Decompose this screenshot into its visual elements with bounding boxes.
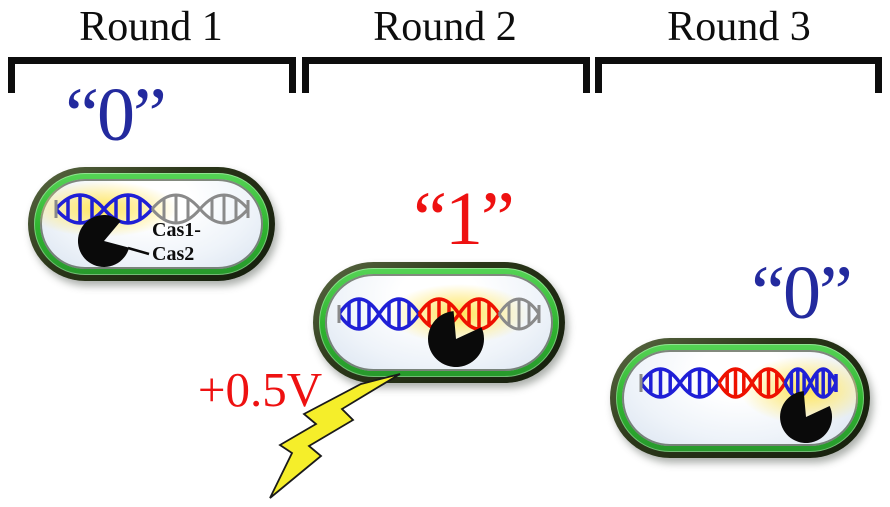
voltage-label: +0.5V xyxy=(197,362,323,417)
cas1-cas2-protein-icon xyxy=(780,391,833,443)
dna-helix-blue-segment xyxy=(54,193,154,225)
protein-label-line2: Cas2 xyxy=(152,243,194,265)
dna-helix-blue-segment xyxy=(337,297,421,331)
cell-contents-graphic xyxy=(639,367,838,443)
cell-membrane-ring xyxy=(319,268,559,377)
cell-interior: Cas1- Cas2 xyxy=(40,179,263,269)
bacterial-cell-round-3 xyxy=(610,338,870,458)
cell-contents-graphic xyxy=(337,297,541,367)
round-3-bracket xyxy=(595,57,882,93)
dna-helix-gray-segment xyxy=(54,193,250,225)
round-1-bracket xyxy=(8,57,296,93)
dna-helix-red-segment xyxy=(717,367,787,399)
dna-helix-gray-segment xyxy=(337,297,541,331)
lightning-bolt-icon xyxy=(269,373,401,499)
round-3-title: Round 3 xyxy=(667,4,811,50)
round-2-title: Round 2 xyxy=(373,4,517,50)
bacterial-cell-round-2 xyxy=(313,262,565,383)
dna-helix-red-segment xyxy=(417,297,501,331)
protein-label-pointer-line xyxy=(127,246,150,256)
bit-label-round-2: “1” xyxy=(413,177,514,261)
round-2-bracket xyxy=(302,57,590,93)
dna-helix-blue-segment xyxy=(639,367,721,399)
bit-label-round-3: “0” xyxy=(751,251,852,335)
bacterial-cell-round-1: Cas1- Cas2 xyxy=(28,167,275,281)
protein-label-line1: Cas1- xyxy=(152,219,201,241)
cell-interior xyxy=(622,350,858,446)
cell-membrane-ring: Cas1- Cas2 xyxy=(34,173,269,275)
bit-label-round-1: “0” xyxy=(65,73,166,157)
round-1-title: Round 1 xyxy=(79,4,223,50)
dna-helix-blue-segment-2 xyxy=(783,367,838,399)
cas1-cas2-protein-icon xyxy=(77,215,130,268)
cell-interior xyxy=(325,274,553,371)
cell-membrane-ring xyxy=(616,344,864,452)
cell-contents-graphic: Cas1- Cas2 xyxy=(54,193,250,268)
cas1-cas2-protein-icon xyxy=(428,311,485,367)
